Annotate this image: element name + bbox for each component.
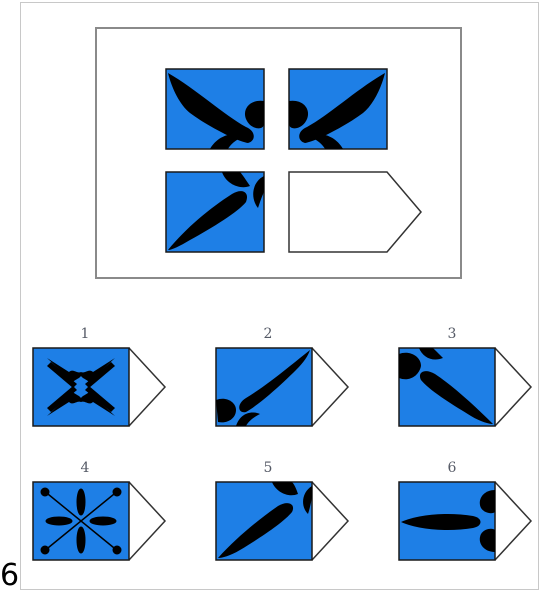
option-label-5: 5 (253, 460, 283, 476)
option-2-tile[interactable] (216, 348, 350, 426)
option-1-tile[interactable] (33, 348, 167, 426)
stray-character: 6 (0, 558, 19, 593)
option-6-tile[interactable] (399, 482, 533, 560)
eight-ray-star-icon (41, 488, 121, 554)
question-tile-top-right (289, 69, 387, 149)
option-label-4: 4 (70, 460, 100, 476)
question-blank-answer-slot (289, 172, 423, 252)
option-4-tile[interactable] (33, 482, 167, 560)
option-label-3: 3 (437, 326, 467, 342)
option-5-tile[interactable] (216, 482, 350, 560)
option-label-1: 1 (70, 326, 100, 342)
question-tile-top-left (166, 69, 264, 149)
question-tile-bottom-left (166, 172, 264, 252)
option-3-tile[interactable] (399, 348, 533, 426)
option-label-2: 2 (253, 326, 283, 342)
option-label-6: 6 (437, 460, 467, 476)
